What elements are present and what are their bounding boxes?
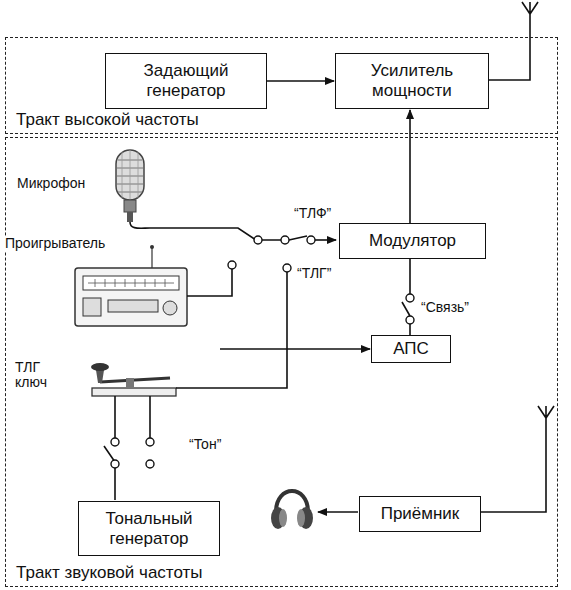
signal-connector	[409, 110, 411, 223]
key-contact-wire	[149, 396, 151, 438]
box-label: Модулятор	[369, 231, 456, 251]
audio-wire	[318, 511, 358, 513]
telegraph-key	[91, 363, 176, 396]
process-box: Тональный генератор	[78, 501, 220, 556]
tone-switch	[104, 396, 115, 500]
connector-label: “Тон”	[188, 437, 222, 452]
annotation-label: “Связь”	[420, 300, 470, 315]
process-box: Модулятор	[339, 223, 486, 259]
process-box: АПС	[371, 335, 451, 363]
process-box: Задающий генератор	[105, 53, 267, 109]
antenna-wire	[487, 14, 530, 80]
antenna-symbol	[522, 2, 538, 14]
annotation-label: “ТЛГ”	[296, 266, 332, 281]
modulator-input	[315, 239, 336, 241]
box-label: Тональный генератор	[85, 509, 213, 548]
annotation-label: ТЛГ ключ	[14, 360, 56, 391]
signal-connector	[267, 80, 334, 82]
region-title: Тракт высокой частоты	[14, 110, 201, 130]
antenna-wire	[480, 418, 546, 512]
headphones-icon	[271, 491, 313, 529]
path-region: Тракт высокой частоты Задающий генератор У…	[5, 37, 558, 134]
box-label: АПС	[393, 339, 429, 359]
key-wire	[176, 272, 287, 388]
box-label: Усилитель мощности	[342, 61, 482, 100]
annotation-label: Микрофон	[16, 176, 86, 191]
terminal	[111, 236, 414, 468]
annotation-label: Проигрыватель	[4, 236, 106, 251]
player-wire	[187, 268, 232, 296]
microphone-icon	[116, 150, 144, 222]
mic-wire	[130, 222, 256, 240]
process-box: Усилитель мощности	[335, 53, 489, 109]
process-box: Приёмник	[359, 496, 481, 532]
signal-connector	[220, 348, 370, 350]
region-title: Тракт звуковой частоты	[14, 563, 205, 583]
box-label: Задающий генератор	[112, 61, 260, 100]
player-icon	[75, 245, 187, 326]
signal-connector	[402, 259, 410, 335]
antenna-symbol	[538, 406, 554, 418]
path-region: Тракт звуковой частоты МодуляторАПС Тональ…	[5, 137, 558, 587]
annotation-label: “ТЛФ”	[293, 206, 332, 221]
box-label: Приёмник	[381, 504, 460, 524]
